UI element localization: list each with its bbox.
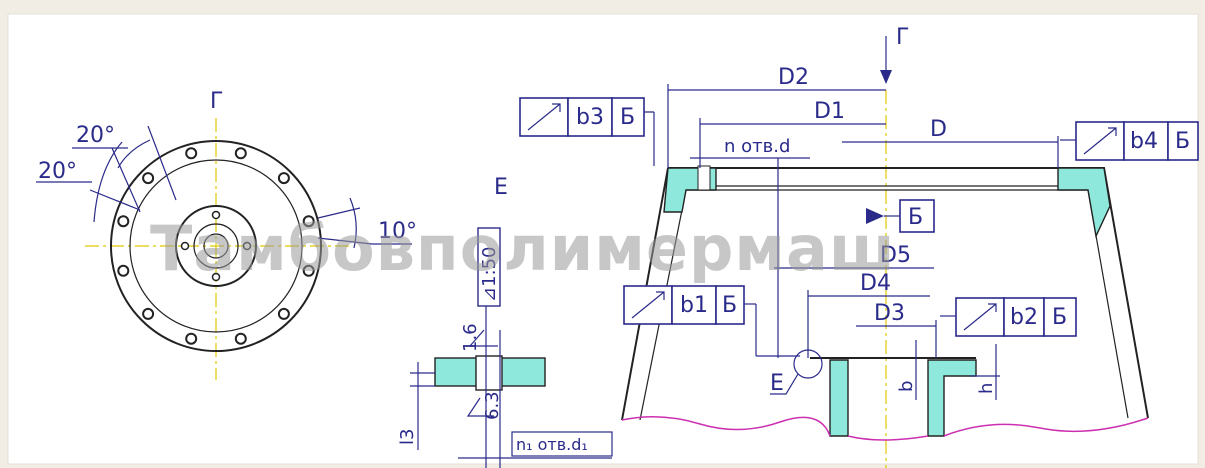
bolt-hole (142, 172, 155, 185)
dim-d: D (930, 117, 947, 142)
bolt-hole (302, 215, 315, 228)
dim-h: h (976, 383, 997, 394)
tol-b4-datum-cell (1167, 121, 1199, 161)
tol-b3-value-cell (567, 97, 613, 137)
bolt-hole (185, 147, 198, 160)
datum-label: Б (908, 205, 923, 230)
view-arrow-head (880, 70, 892, 84)
tol-b2-datum-cell (1043, 297, 1077, 337)
bolt-holes (117, 147, 315, 345)
tolerance-frame-b1: b1 Б (623, 285, 800, 357)
roughness-1: 1.6 (460, 323, 481, 352)
hub-holes (180, 210, 252, 282)
dim-d1: D1 (814, 99, 845, 124)
bolt-hole (117, 215, 130, 228)
angle-leader-2 (147, 125, 177, 201)
hub-hole (180, 241, 190, 251)
detail-e-callout-leader (770, 373, 799, 395)
detail-e-label: E (494, 175, 508, 200)
detail-e: E l3 1.6 ⊿1:50 6.3 n₁ отв.d₁ (397, 175, 613, 468)
bolt-hole (142, 307, 155, 320)
angle-leader-10 (317, 197, 373, 249)
dim-d2: D2 (778, 65, 809, 90)
detail-e-ref: E (770, 371, 784, 396)
roughness-2: 6.3 (482, 391, 503, 420)
tol-b3-datum-cell (611, 97, 645, 137)
dim-d3: D3 (874, 301, 905, 326)
bore-circle-inner (203, 233, 229, 259)
hub-hole (242, 241, 252, 251)
angle-leader-1 (111, 147, 141, 213)
tolerance-frame-b3: b3 Б (519, 97, 655, 166)
roughness-symbol-2 (466, 397, 494, 417)
tol-b2-datum: Б (1052, 305, 1067, 330)
bolt-hole (234, 147, 247, 160)
section-view: E Г D2 D1 D n отв.d Б D5 D4 D3 (621, 25, 1149, 468)
bolt-hole (277, 307, 290, 320)
datum-frame (899, 199, 935, 233)
hub-hole (211, 272, 221, 282)
roughness-symbol-1 (468, 329, 498, 347)
tol-b4-datum: Б (1175, 129, 1190, 154)
bolt-hole (302, 264, 315, 277)
dim-d5: D5 (880, 243, 911, 268)
tol-b1-value-cell (671, 285, 717, 325)
view-label-g: Г (210, 89, 223, 114)
hub-section-left (829, 359, 849, 437)
taper-label: ⊿1:50 (479, 246, 500, 302)
hub-hole (211, 210, 221, 220)
break-line-right (943, 417, 1149, 437)
bolt-hole (117, 264, 130, 277)
tol-b1-value: b1 (680, 293, 708, 318)
outer-flange-circle (110, 140, 322, 352)
taper-frame (477, 227, 501, 307)
datum-triangle (866, 208, 884, 224)
tol-b2-value: b2 (1010, 305, 1038, 330)
dim-l3: l3 (397, 429, 418, 445)
bolt-hole (234, 332, 247, 345)
tol-b4-value: b4 (1130, 129, 1158, 154)
flange-section-right (1057, 167, 1111, 239)
runout-icon (631, 291, 665, 319)
bore-circle-outer (193, 223, 239, 269)
break-line-mid (847, 435, 929, 441)
view-arrow-label: Г (896, 25, 909, 50)
holes-frame (511, 431, 613, 457)
angle-arc-2 (117, 139, 151, 169)
bolt-circle (129, 159, 303, 333)
angle-label-3: 10° (378, 219, 417, 244)
runout-icon (527, 103, 561, 131)
flange-hole (697, 165, 711, 191)
tol-b2-value-cell (1003, 297, 1045, 337)
dim-b: b (896, 381, 917, 392)
tolerance-frame-b4: b4 Б (1060, 121, 1199, 161)
bolt-hole (277, 172, 290, 185)
break-line-left (621, 416, 831, 437)
angle-label-2: 20° (38, 159, 77, 184)
tol-b3-value: b3 (576, 105, 604, 130)
holes-label-n: n отв.d (724, 136, 790, 157)
tol-b3-datum: Б (620, 105, 635, 130)
angle-label-1: 20° (76, 123, 115, 148)
watermark: Тамбовполимермаш (150, 212, 896, 285)
tol-b1-datum: Б (722, 293, 737, 318)
tol-b1-datum-cell (715, 285, 745, 325)
runout-icon (963, 303, 997, 331)
hub-circle (175, 205, 257, 287)
detail-e-hole (475, 355, 503, 391)
runout-icon (1083, 127, 1117, 155)
dim-d4: D4 (860, 271, 891, 296)
tolerance-frame-b2: b2 Б (940, 297, 1077, 337)
plan-view: 20° 20° 10° Г (36, 89, 417, 380)
holes-label-d1: n₁ отв.d₁ (516, 435, 588, 454)
tol-b4-value-cell (1123, 121, 1169, 161)
bolt-hole (185, 332, 198, 345)
